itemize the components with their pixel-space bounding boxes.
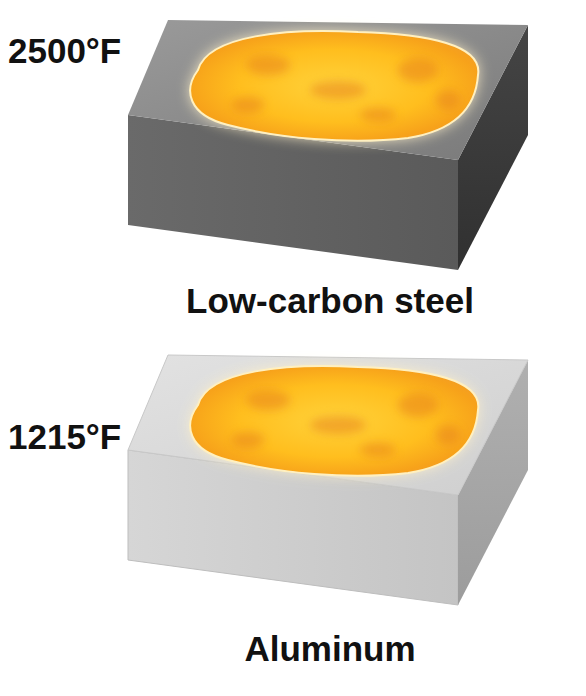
material-label: Low-carbon steel [186, 282, 474, 321]
material-label: Aluminum [244, 630, 415, 669]
temperature-label: 1215°F [8, 418, 121, 457]
temperature-label: 2500°F [8, 32, 121, 71]
steel-block [128, 20, 528, 270]
aluminum-block [128, 355, 528, 605]
